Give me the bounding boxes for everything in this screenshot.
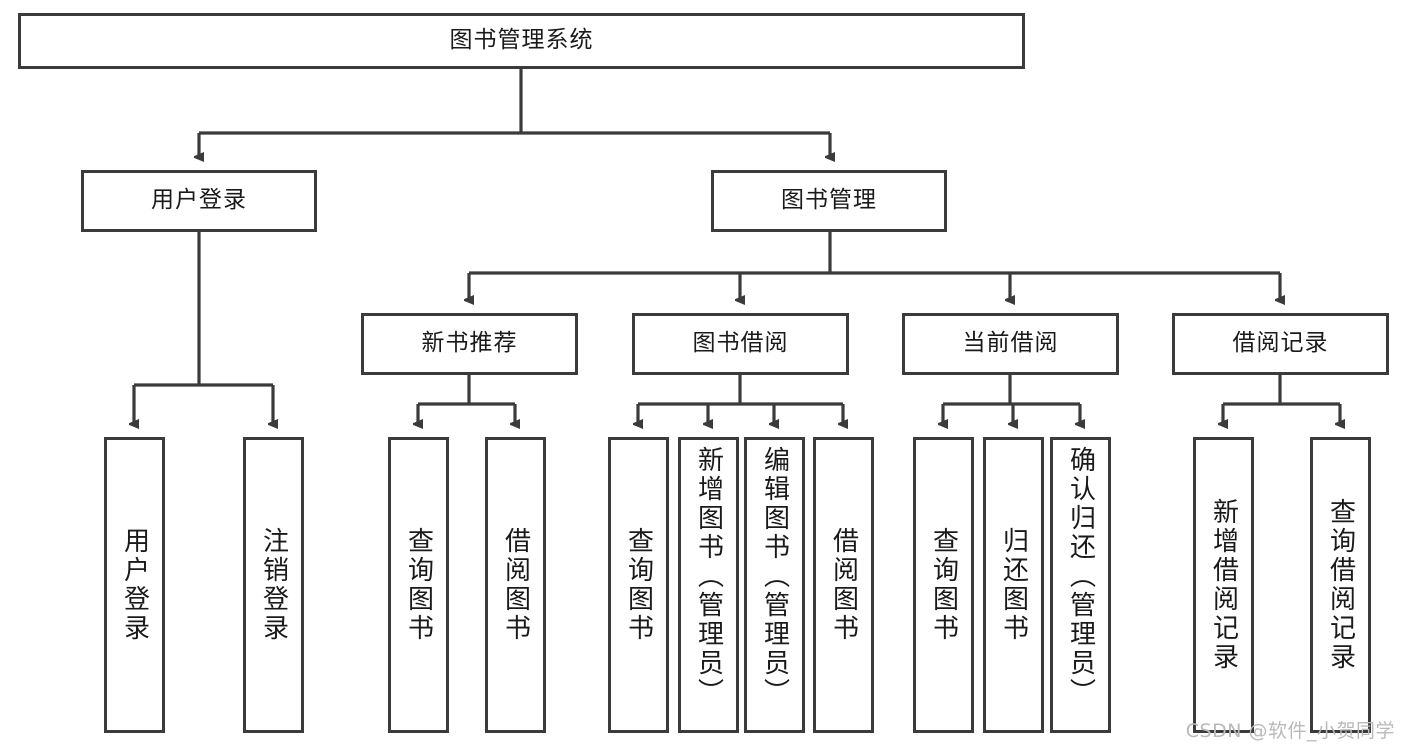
node-leaf-edit-book[interactable]: 编辑图书（管理员）: [744, 437, 805, 733]
node-leaf-query-book-rec[interactable]: 查询图书: [388, 437, 449, 733]
node-leaf-return-book-label: 归还图书: [998, 527, 1029, 643]
node-new-book-rec-label: 新书推荐: [421, 330, 518, 357]
node-borrow-record[interactable]: 借阅记录: [1172, 313, 1389, 375]
node-leaf-borrow-book-rec-label: 借阅图书: [500, 527, 531, 643]
node-leaf-query-record[interactable]: 查询借阅记录: [1310, 437, 1371, 733]
node-leaf-add-record[interactable]: 新增借阅记录: [1193, 437, 1254, 733]
node-root-label: 图书管理系统: [449, 27, 594, 54]
node-leaf-query-book-current-label: 查询图书: [928, 527, 959, 643]
node-current-borrow-label: 当前借阅: [962, 330, 1059, 357]
node-book-manage-label: 图书管理: [781, 187, 877, 214]
node-root[interactable]: 图书管理系统: [18, 13, 1025, 69]
node-leaf-confirm-return[interactable]: 确认归还（管理员）: [1050, 437, 1111, 733]
node-leaf-user-login-label: 用户登录: [119, 527, 150, 643]
node-new-book-rec[interactable]: 新书推荐: [361, 313, 578, 375]
node-user-login[interactable]: 用户登录: [81, 170, 317, 232]
node-leaf-edit-book-label: 编辑图书（管理员）: [759, 446, 790, 707]
node-leaf-query-book-borrow-label: 查询图书: [623, 527, 654, 643]
node-leaf-return-book[interactable]: 归还图书: [983, 437, 1044, 733]
node-current-borrow[interactable]: 当前借阅: [902, 313, 1119, 375]
node-leaf-query-book-current[interactable]: 查询图书: [913, 437, 974, 733]
node-leaf-borrow-book[interactable]: 借阅图书: [813, 437, 874, 733]
node-leaf-logout-label: 注销登录: [258, 527, 289, 643]
node-leaf-query-book-borrow[interactable]: 查询图书: [608, 437, 669, 733]
node-leaf-logout[interactable]: 注销登录: [243, 437, 304, 733]
watermark-text: CSDN @软件_小贺同学: [1185, 720, 1395, 742]
node-book-borrow[interactable]: 图书借阅: [632, 313, 849, 375]
node-leaf-add-book[interactable]: 新增图书（管理员）: [678, 437, 739, 733]
node-book-manage[interactable]: 图书管理: [711, 170, 947, 232]
node-borrow-record-label: 借阅记录: [1232, 330, 1329, 357]
node-leaf-borrow-book-label: 借阅图书: [828, 527, 859, 643]
node-user-login-label: 用户登录: [151, 187, 247, 214]
node-leaf-borrow-book-rec[interactable]: 借阅图书: [485, 437, 546, 733]
node-book-borrow-label: 图书借阅: [692, 330, 789, 357]
node-leaf-add-book-label: 新增图书（管理员）: [693, 446, 724, 707]
node-leaf-add-record-label: 新增借阅记录: [1208, 498, 1239, 672]
node-leaf-query-book-rec-label: 查询图书: [403, 527, 434, 643]
node-leaf-confirm-return-label: 确认归还（管理员）: [1065, 446, 1096, 707]
node-leaf-query-record-label: 查询借阅记录: [1325, 498, 1356, 672]
node-leaf-user-login[interactable]: 用户登录: [104, 437, 165, 733]
